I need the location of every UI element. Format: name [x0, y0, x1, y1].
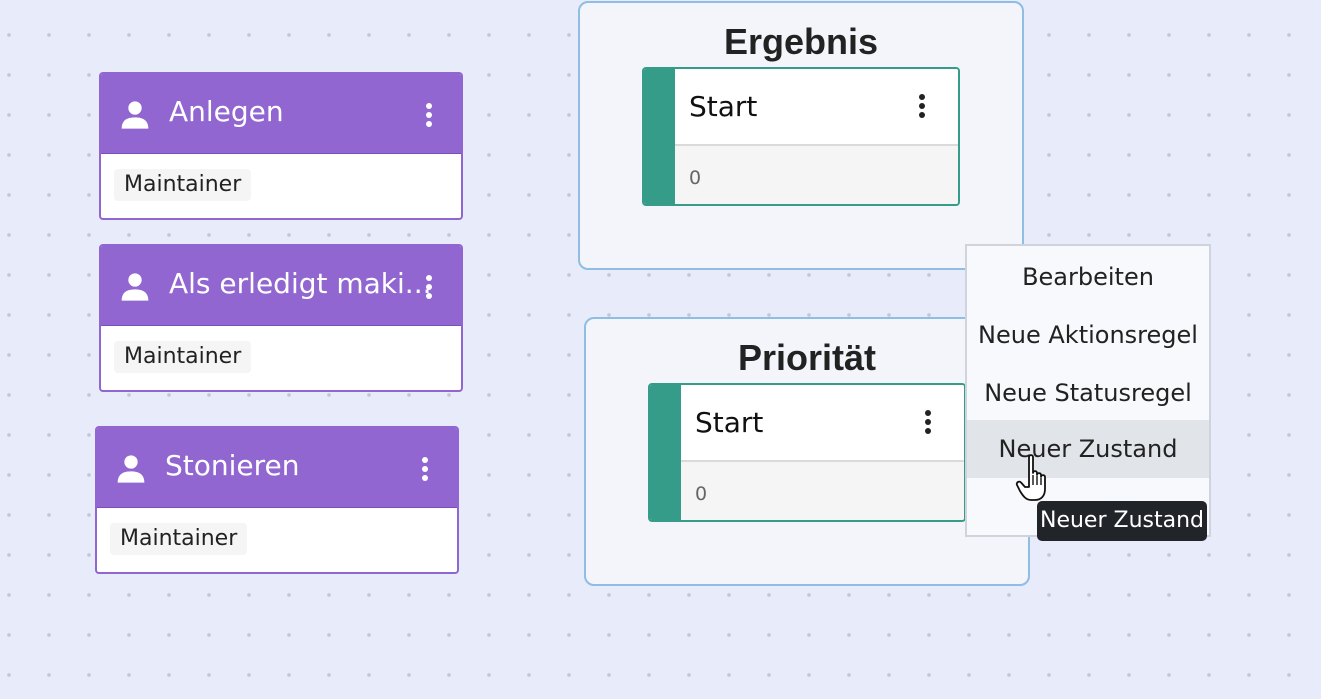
state-count: 0	[689, 167, 702, 189]
action-card-anlegen[interactable]: Anlegen Maintainer	[99, 72, 463, 220]
state-count: 0	[695, 483, 708, 505]
person-icon	[121, 101, 149, 129]
tooltip: Neuer Zustand	[1037, 501, 1207, 541]
container-title: Priorität	[737, 337, 877, 378]
state-name: Start	[695, 406, 764, 439]
kebab-menu-icon[interactable]	[912, 93, 932, 119]
menu-item-neue-aktionsregel[interactable]: Neue Aktionsregel	[978, 321, 1198, 349]
action-card-stonieren[interactable]: Stonieren Maintainer	[95, 426, 459, 574]
role-tag: Maintainer	[114, 341, 252, 373]
person-icon	[117, 455, 145, 483]
action-card-als-erledigt-markieren[interactable]: Als erledigt maki... Maintainer	[99, 244, 463, 392]
action-title: Anlegen	[169, 95, 284, 128]
state-header: Start	[675, 69, 958, 146]
container-title: Ergebnis	[723, 21, 879, 62]
kebab-menu-icon[interactable]	[918, 409, 938, 435]
state-color-stripe	[644, 69, 675, 204]
state-body: 0	[675, 146, 958, 204]
action-header: Stonieren	[97, 428, 457, 508]
state-card-start[interactable]: Start 0	[648, 383, 966, 522]
menu-item-neue-statusregel[interactable]: Neue Statusregel	[984, 379, 1192, 407]
action-title: Als erledigt maki...	[169, 267, 432, 300]
state-name: Start	[689, 90, 758, 123]
kebab-menu-icon[interactable]	[419, 274, 439, 300]
state-card-start[interactable]: Start 0	[642, 67, 960, 206]
role-tag: Maintainer	[110, 523, 248, 555]
kebab-menu-icon[interactable]	[415, 456, 435, 482]
kebab-menu-icon[interactable]	[419, 102, 439, 128]
person-icon	[121, 273, 149, 301]
role-tag: Maintainer	[114, 169, 252, 201]
context-menu: Bearbeiten Neue Aktionsregel Neue Status…	[965, 244, 1211, 537]
state-color-stripe	[650, 385, 681, 520]
state-body: 0	[681, 462, 964, 520]
action-header: Als erledigt maki...	[101, 246, 461, 326]
menu-item-bearbeiten[interactable]: Bearbeiten	[1022, 263, 1154, 291]
hand-pointer-cursor-icon	[1015, 454, 1046, 501]
state-header: Start	[681, 385, 964, 462]
action-title: Stonieren	[165, 449, 300, 482]
action-header: Anlegen	[101, 74, 461, 154]
menu-item-neuer-zustand[interactable]: Neuer Zustand	[967, 420, 1209, 478]
state-container-prioritaet[interactable]: Priorität Start 0	[584, 317, 1030, 586]
state-container-ergebnis[interactable]: Ergebnis Start 0	[578, 1, 1024, 270]
